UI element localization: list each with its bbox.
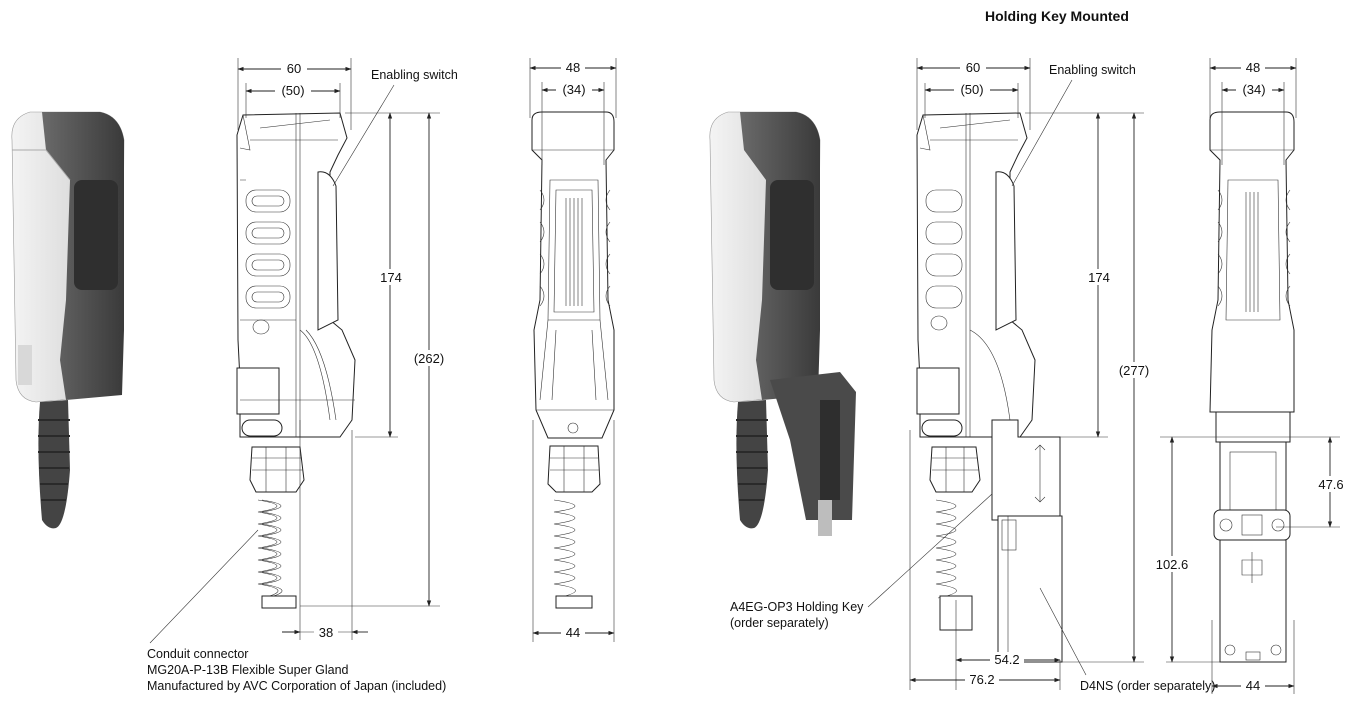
label-enabling-switch-left: Enabling switch <box>371 68 458 82</box>
side-view-right <box>916 112 1063 663</box>
dim-76-2: 76.2 <box>969 672 994 687</box>
device-photo-left <box>11 111 125 529</box>
front-view-right <box>1209 111 1295 663</box>
dim-44-left: 44 <box>566 625 580 640</box>
dim-47-6: 47.6 <box>1318 477 1343 492</box>
annotations-right: Enabling switch A4EG-OP3 Holding Key (or… <box>730 63 1215 693</box>
dim-50: (50) <box>281 83 304 98</box>
device-photo-right <box>709 111 856 536</box>
label-conduit-2: MG20A-P-13B Flexible Super Gland <box>147 663 349 677</box>
dim-60: 60 <box>287 61 301 76</box>
dim-38: 38 <box>319 625 333 640</box>
label-d4ns: D4NS (order separately) <box>1080 679 1215 693</box>
label-enabling-switch-right: Enabling switch <box>1049 63 1136 77</box>
label-holding-key-1: A4EG-OP3 Holding Key <box>730 600 864 614</box>
annotations-left: Enabling switch Conduit connector MG20A-… <box>147 68 458 693</box>
dim-277: (277) <box>1119 363 1149 378</box>
page-title: Holding Key Mounted <box>985 8 1129 24</box>
dim-174-right: 174 <box>1088 270 1110 285</box>
side-view-left <box>236 112 356 609</box>
front-view-left <box>531 111 615 609</box>
dim-60-right: 60 <box>966 60 980 75</box>
dim-48-left: 48 <box>566 60 580 75</box>
dim-34-left: (34) <box>562 82 585 97</box>
dim-48-right: 48 <box>1246 60 1260 75</box>
dim-34-right: (34) <box>1242 82 1265 97</box>
label-conduit-1: Conduit connector <box>147 647 248 661</box>
dim-50-right: (50) <box>960 82 983 97</box>
label-conduit-3: Manufactured by AVC Corporation of Japan… <box>147 679 446 693</box>
dim-44-right: 44 <box>1246 678 1260 693</box>
dims-side-right: 60 (50) 174 (277) 54.2 76.2 <box>909 58 1155 690</box>
dim-54-2: 54.2 <box>994 652 1019 667</box>
dims-front-right: 48 (34) 47.6 102.6 44 <box>1152 58 1346 694</box>
dim-174: 174 <box>380 270 402 285</box>
dims-side-left: 60 (50) 174 (262) 38 <box>237 58 450 640</box>
dims-front-left: 48 (34) 44 <box>529 58 617 642</box>
dim-262: (262) <box>414 351 444 366</box>
label-holding-key-2: (order separately) <box>730 616 829 630</box>
dim-102-6: 102.6 <box>1156 557 1189 572</box>
